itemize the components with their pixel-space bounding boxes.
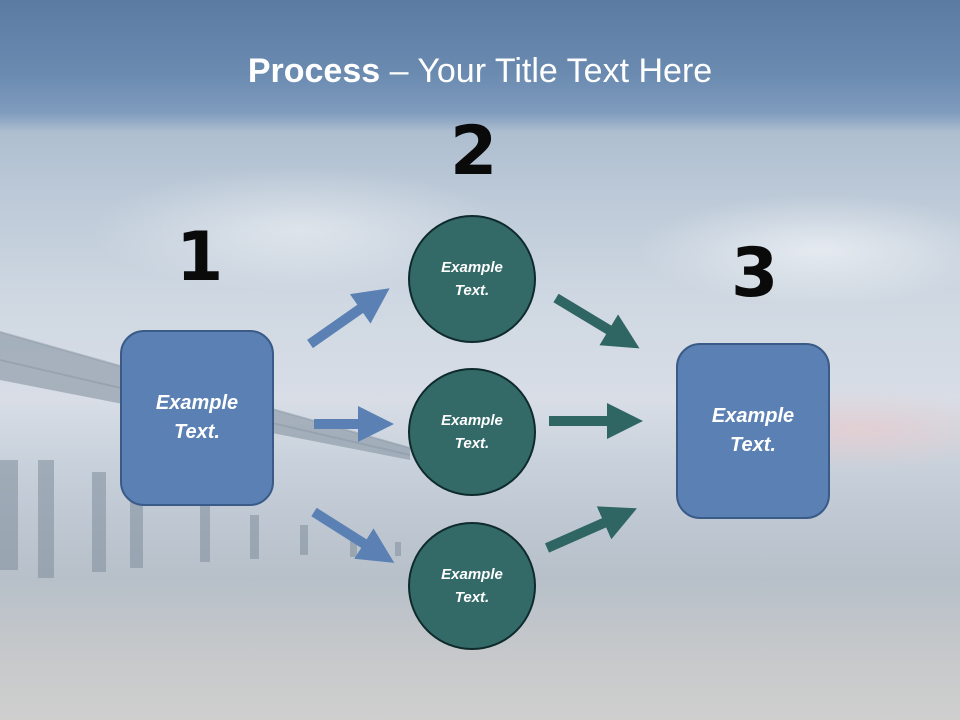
step-2-text-bottom: Example Text. [441, 566, 503, 606]
title-bold: Process [247, 52, 381, 90]
step-2-text-middle: Example Text. [441, 412, 503, 452]
step-2-circle-middle: Example Text. [408, 368, 536, 496]
arrow-from-top-circle [553, 293, 640, 349]
step-3-box: Example Text. [676, 343, 830, 519]
step-2-text-top: Example Text. [441, 259, 503, 299]
arrow-from-bottom-circle [544, 506, 637, 553]
arrow-to-top-circle [307, 288, 390, 349]
title-rest: – Your Title Text Here [380, 52, 713, 90]
step-number-3: 3 [731, 234, 779, 313]
step-1-text: Example Text. [155, 392, 239, 443]
step-1-box: Example Text. [120, 330, 274, 506]
step-number-1: 1 [176, 218, 224, 297]
arrow-to-bottom-circle [311, 507, 395, 563]
slide-title: Process – Your Title Text Here [0, 52, 960, 91]
step-2-circle-top: Example Text. [408, 215, 536, 343]
step-2-circle-bottom: Example Text. [408, 522, 536, 650]
step-3-text: Example Text. [711, 405, 795, 456]
title-banner [0, 0, 960, 132]
step-number-2: 2 [450, 112, 498, 191]
